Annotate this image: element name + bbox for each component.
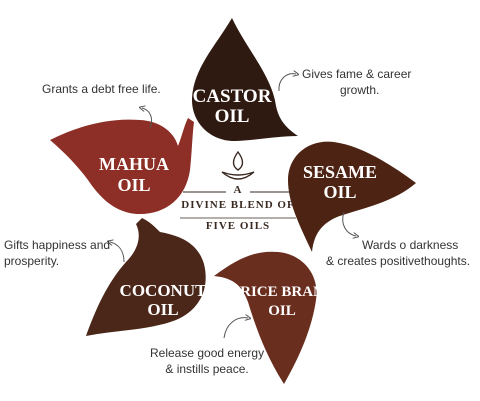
- castor-benefit-line1: Gives fame & career: [302, 67, 412, 81]
- center-line-2: DIVINE BLEND OF: [181, 199, 295, 211]
- castor-benefit: Gives fame & career growth.: [302, 66, 411, 98]
- sesame-arrow: [342, 211, 356, 236]
- sesame-name-line2: OIL: [323, 182, 356, 202]
- rice-bran-name-line1: RICE BRAN: [240, 284, 324, 300]
- sesame-benefit-line1: Wards o darkness: [362, 238, 459, 252]
- mahua-benefit-line1: Grants a debt free life.: [42, 82, 161, 96]
- center-line-1: A: [233, 184, 243, 196]
- rice-bran-drop: [214, 251, 317, 384]
- castor-drop: [191, 18, 298, 142]
- mahua-benefit: Grants a debt free life.: [42, 81, 161, 97]
- rice-bran-name-line2: OIL: [268, 303, 296, 319]
- rice-bran-arrow: [223, 318, 248, 339]
- diya-lamp-icon: [221, 150, 255, 180]
- sesame-name-line1: SESAME: [303, 162, 377, 182]
- mahua-drop: [50, 118, 194, 214]
- mahua-name-line1: MAHUA: [99, 154, 169, 174]
- castor-name-line1: CASTOR: [193, 86, 272, 107]
- sesame-benefit-line2: & creates positivethoughts.: [326, 254, 471, 268]
- sesame-drop: [288, 141, 416, 252]
- sesame-benefit: Wards o darkness: [362, 237, 458, 253]
- center-line-3: FIVE OILS: [205, 220, 271, 232]
- coconut-benefit: Gifts happiness and prosperity.: [4, 237, 110, 269]
- coconut-benefit-line1: Gifts happiness and: [4, 238, 111, 252]
- coconut-benefit-line2: prosperity.: [4, 254, 60, 268]
- coconut-name-line2: OIL: [147, 300, 178, 319]
- mahua-arrow: [142, 108, 153, 129]
- castor-benefit-line2: growth.: [340, 83, 380, 97]
- sesame-benefit-2: & creates positivethoughts.: [326, 253, 470, 269]
- mahua-name-line2: OIL: [117, 175, 150, 195]
- castor-name-line2: OIL: [215, 106, 250, 127]
- coconut-drop: [86, 218, 206, 336]
- rice-bran-benefit: Release good energy & instills peace.: [150, 345, 264, 377]
- coconut-arrow: [110, 242, 125, 263]
- coconut-name-line1: COCONUT: [120, 281, 208, 300]
- castor-arrow: [278, 74, 296, 92]
- rice-bran-benefit-line1: Release good energy: [150, 346, 265, 360]
- rice-bran-benefit-line2: & instills peace.: [165, 362, 249, 376]
